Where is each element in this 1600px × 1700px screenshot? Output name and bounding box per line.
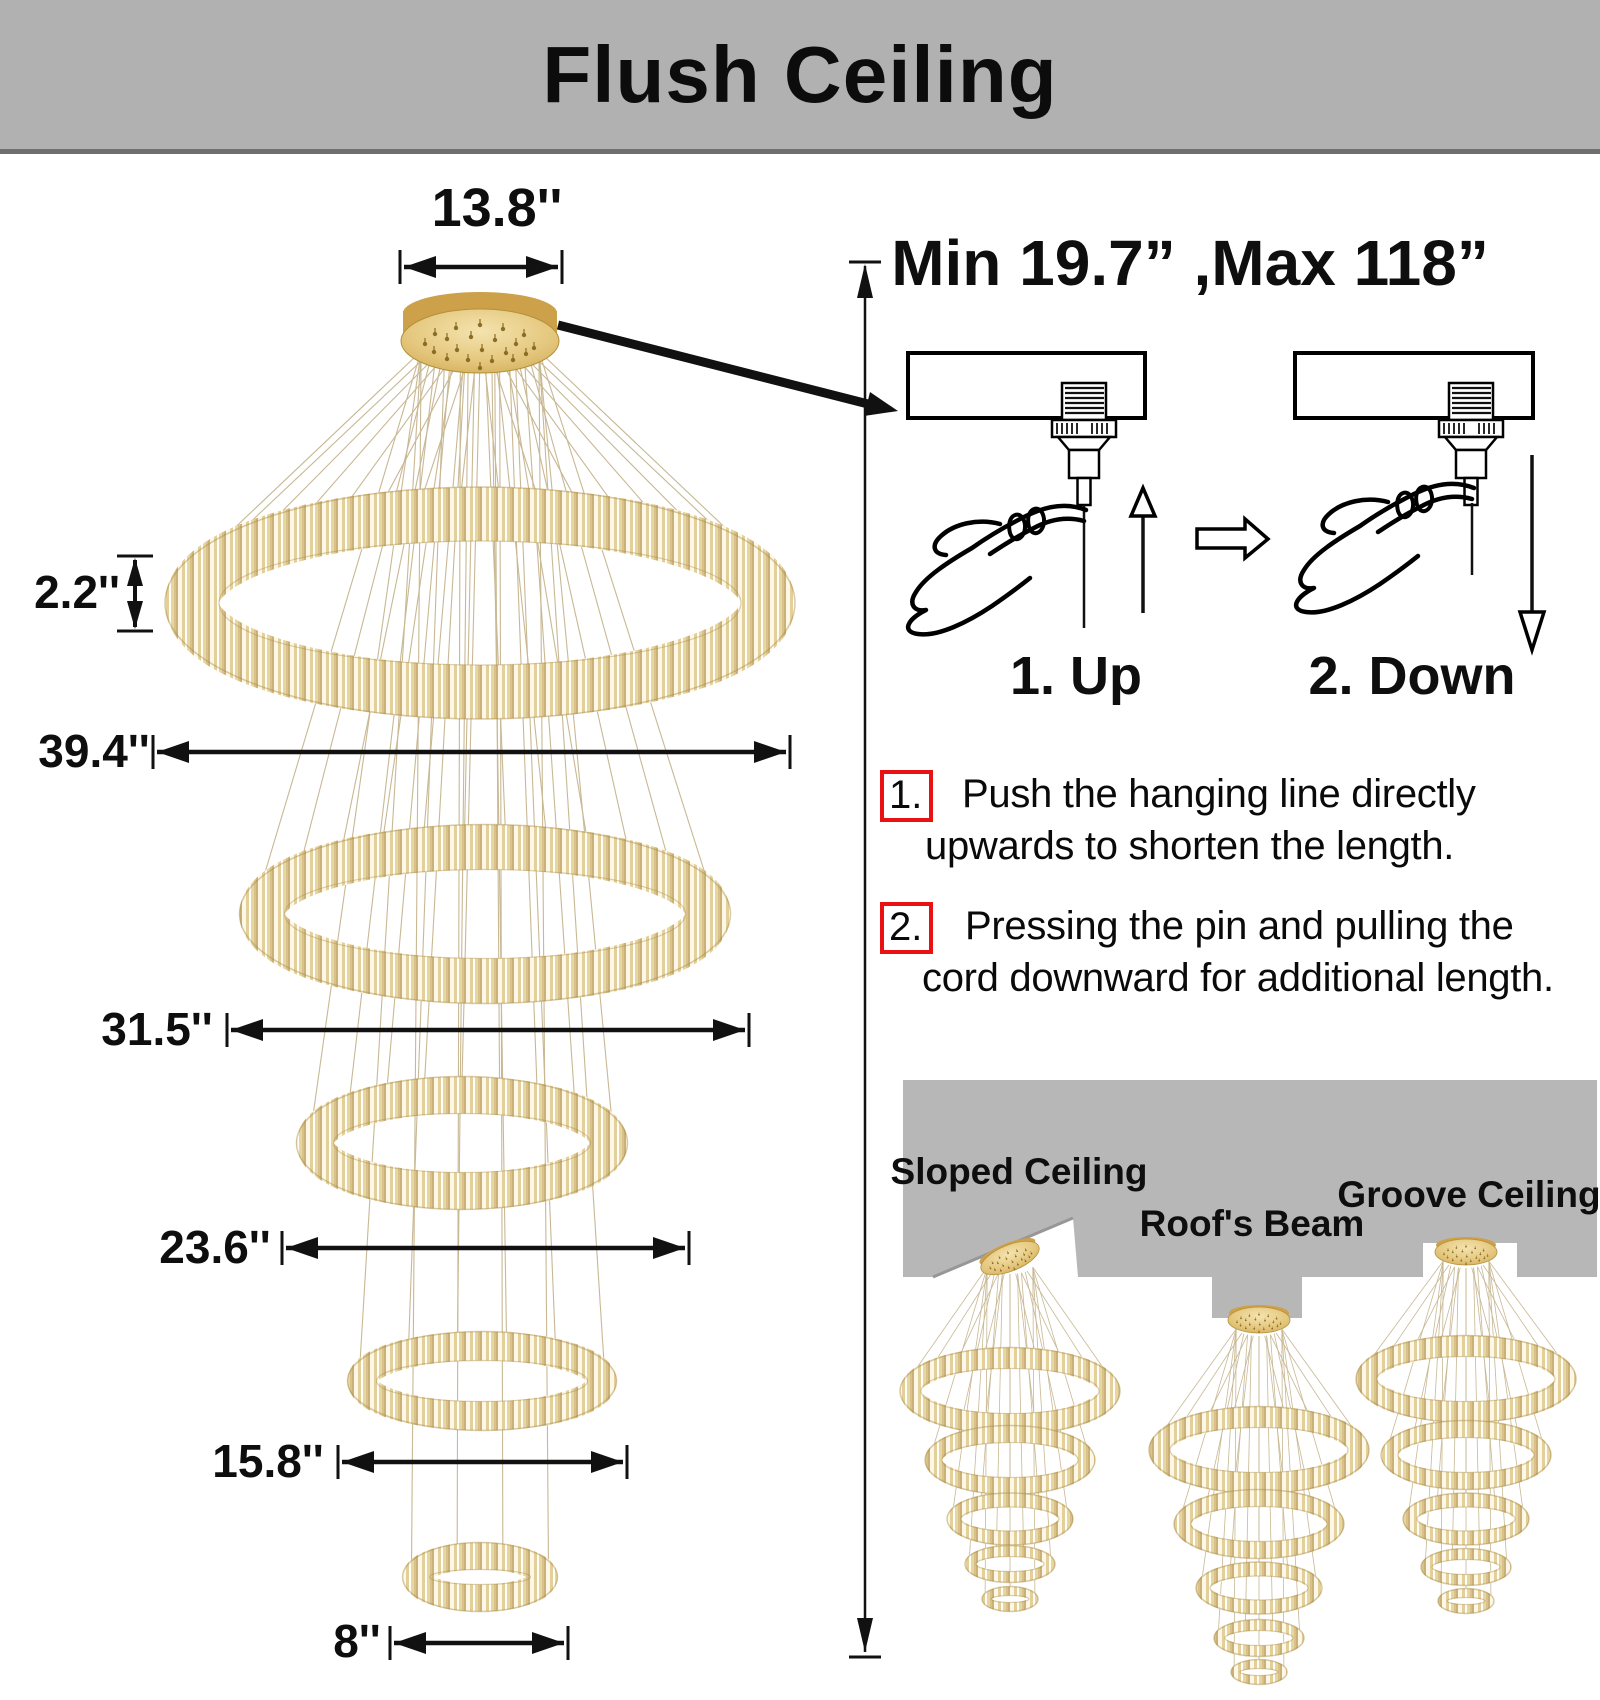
step-up-label: 1. Up xyxy=(1009,646,1143,706)
dim-label-ring3: 23.6'' xyxy=(159,1221,271,1273)
instruction2-line2: cord downward for additional length. xyxy=(922,956,1554,1000)
dim-arrow-ring1 xyxy=(151,735,792,769)
dim-label-ring2: 31.5'' xyxy=(101,1003,213,1055)
mini-chandelier-sloped xyxy=(899,1238,1121,1613)
dim-label-ring5: 8'' xyxy=(333,1615,381,1667)
dim-arrow-ring-thickness xyxy=(117,554,153,633)
step-down-label: 2. Down xyxy=(1308,646,1516,706)
hanging-range-title: Min 19.7” ,Max 118” xyxy=(891,227,1489,299)
cord-lock-illustration-down xyxy=(1293,351,1547,656)
dim-label-ring-thickness: 2.2'' xyxy=(34,566,120,618)
dim-arrow-ring3 xyxy=(280,1231,691,1265)
dim-arrow-ring5 xyxy=(388,1626,570,1660)
instruction2-line1: Pressing the pin and pulling the xyxy=(965,904,1514,948)
dim-arrow-ring2 xyxy=(225,1013,751,1047)
header-banner: Flush Ceiling xyxy=(0,0,1600,154)
mount-label-sloped-ceiling: Sloped Ceiling xyxy=(890,1151,1148,1192)
instruction1-number-badge: 1. xyxy=(880,770,934,822)
main-chandelier xyxy=(164,350,796,1613)
mount-label-groove-ceiling: Groove Ceiling xyxy=(1337,1174,1600,1215)
dim-label-canopy-width: 13.8'' xyxy=(431,178,563,238)
instruction1-line2: upwards to shorten the length. xyxy=(925,824,1455,868)
instruction2-number-badge: 2. xyxy=(880,902,934,954)
cord-lock-illustration-up xyxy=(905,351,1158,637)
dim-label-ring1: 39.4'' xyxy=(38,725,150,777)
instruction1-line1: Push the hanging line directly xyxy=(962,772,1476,816)
mini-chandelier-beam xyxy=(1148,1305,1370,1686)
mount-label-roofs-beam: Roof's Beam xyxy=(1139,1203,1365,1244)
dim-arrow-ring4 xyxy=(336,1445,629,1479)
canopy-pointer-arrow xyxy=(556,320,898,416)
hanging-height-dimension-line xyxy=(849,260,881,1659)
step-transition-arrow xyxy=(1195,515,1271,562)
main-canopy xyxy=(400,292,560,374)
dim-label-ring4: 15.8'' xyxy=(212,1435,324,1487)
page-title: Flush Ceiling xyxy=(542,29,1058,119)
mini-chandelier-groove xyxy=(1355,1237,1577,1615)
dim-arrow-canopy-width xyxy=(398,250,564,284)
